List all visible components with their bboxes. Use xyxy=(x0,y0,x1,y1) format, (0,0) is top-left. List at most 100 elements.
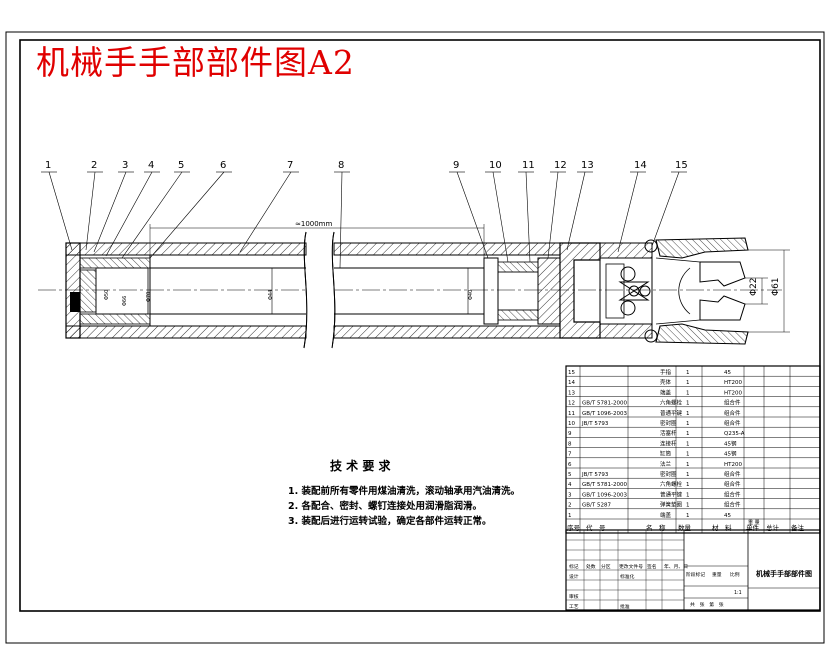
parts-list-cell: GB/T 5781-2000 xyxy=(582,482,627,488)
title-block-cell: 标记 xyxy=(569,563,579,570)
parts-list-cell: 手指 xyxy=(660,368,672,376)
connecting-rod xyxy=(150,267,484,315)
parts-list-cell: 端盖 xyxy=(660,511,672,519)
parts-list-cell: 组合件 xyxy=(724,399,741,407)
parts-list-cell: 45钢 xyxy=(724,450,737,458)
callout-11: 11 xyxy=(522,160,535,171)
parts-list-cell: 1 xyxy=(686,370,690,376)
parts-list-cell: JB/T 5793 xyxy=(581,472,609,478)
parts-list-cell: 端盖 xyxy=(660,388,672,396)
parts-list-header: 代 号 xyxy=(586,523,606,532)
title-block-cell: 年、月、日 xyxy=(664,563,688,570)
parts-list-cell: 1 xyxy=(686,462,690,468)
parts-list-cell: 45钢 xyxy=(724,439,737,447)
parts-list-cell: 1 xyxy=(686,513,690,519)
title-block-cell: 标准化 xyxy=(620,573,635,580)
parts-list-cell: 组合件 xyxy=(724,470,741,478)
callout-14: 14 xyxy=(634,160,647,171)
callout-12: 12 xyxy=(554,160,567,171)
parts-list-cell: HT200 xyxy=(724,462,742,468)
callout-9: 9 xyxy=(453,160,459,171)
parts-list-cell: 45 xyxy=(724,513,731,519)
parts-list-cell: 1 xyxy=(686,441,690,447)
title-block-cell: 分区 xyxy=(601,563,611,570)
parts-list-cell: 组合件 xyxy=(724,501,741,509)
parts-list-cell: 15 xyxy=(568,370,575,376)
svg-text:Φ40: Φ40 xyxy=(468,290,474,300)
piston-assembly xyxy=(483,257,561,325)
callout-1: 1 xyxy=(45,160,51,171)
title-block: 标记处数分区更改文件号签名年、月、日设计标准化审核工艺批准阶段标记重量比例1:1… xyxy=(565,529,821,611)
tech-requirements-title: 技 术 要 求 xyxy=(330,459,391,473)
parts-list-cell: 壳体 xyxy=(660,378,672,386)
parts-list-header: 单件 xyxy=(746,523,760,532)
tech-requirement-item: 1. 装配前所有零件用煤油清洗，滚动轴承用汽油清洗。 xyxy=(288,486,521,497)
parts-list-cell: 1 xyxy=(686,503,690,509)
parts-list-cell: 10 xyxy=(568,421,575,427)
parts-list-header: 总计 xyxy=(766,523,780,532)
parts-list-cell: 1 xyxy=(686,431,690,437)
parts-list-cell: 1 xyxy=(686,401,690,407)
parts-list-cell: 5 xyxy=(568,472,572,478)
callout-10: 10 xyxy=(489,160,502,171)
tech-requirement-item: 3. 装配后进行运转试验，确定各部件运转正常。 xyxy=(288,516,492,527)
callout-13: 13 xyxy=(581,160,594,171)
parts-list-cell: 7 xyxy=(568,452,572,458)
parts-list-cell: 密封圈 xyxy=(660,419,677,427)
parts-list-cell: 缸筒 xyxy=(660,450,672,458)
parts-list-cell: 1 xyxy=(568,513,572,519)
parts-list-cell: GB/T 5781-2000 xyxy=(582,401,627,407)
outer-frame xyxy=(5,31,825,644)
title-block-cell: 设计 xyxy=(569,573,579,580)
parts-list-cell: 14 xyxy=(568,380,575,386)
callout-15: 15 xyxy=(675,160,688,171)
parts-list-cell: Q235-A xyxy=(724,431,745,437)
parts-list-cell: HT200 xyxy=(724,380,742,386)
parts-list-cell: 2 xyxy=(568,503,572,509)
parts-list-cell: 普通平键 xyxy=(660,490,683,498)
internal-dim-labels: Φ50 Φ66 Φ70 Φ44 Φ40 xyxy=(104,290,474,306)
parts-list-cell: 组合件 xyxy=(724,419,741,427)
parts-list-cell: 组合件 xyxy=(724,480,741,488)
parts-list-header: 数量 xyxy=(678,523,692,532)
title-block-cell: 1:1 xyxy=(734,590,742,596)
inner-frame xyxy=(19,39,821,612)
dim-d1: Φ22 xyxy=(749,277,759,296)
parts-list-cell: 活塞杆 xyxy=(660,429,677,437)
parts-list-header: 材 料 xyxy=(712,523,732,532)
parts-list-cell: 法兰 xyxy=(660,460,672,468)
callout-2: 2 xyxy=(91,160,97,171)
parts-list-header: 备注 xyxy=(791,523,805,532)
title-block-cell: 签名 xyxy=(647,563,657,570)
callout-4: 4 xyxy=(148,160,154,171)
length-label: ≈1000mm xyxy=(295,220,332,228)
parts-list-cell: 普通平键 xyxy=(660,409,683,417)
parts-list-cell: 1 xyxy=(686,390,690,396)
end-cover xyxy=(559,242,601,339)
parts-list-cell: 9 xyxy=(568,431,572,437)
title-block-cell: 重量 xyxy=(712,571,722,578)
hand-housing xyxy=(599,242,653,339)
svg-text:Φ50: Φ50 xyxy=(104,290,110,300)
parts-list-cell: 45 xyxy=(724,370,731,376)
parts-list-cell: 6 xyxy=(568,462,572,468)
parts-list-cell: 组合件 xyxy=(724,490,741,498)
parts-list-cell: 8 xyxy=(568,441,572,447)
parts-list-cell: 六角螺栓 xyxy=(660,480,683,488)
title-block-cell: 阶段标记 xyxy=(686,571,705,578)
parts-list-cell: 12 xyxy=(568,401,575,407)
parts-list-cell: GB/T 1096-2003 xyxy=(582,492,627,498)
callout-3: 3 xyxy=(122,160,128,171)
parts-list-cell: HT200 xyxy=(724,390,742,396)
parts-list-cell: 弹簧垫圈 xyxy=(660,501,683,509)
parts-list-cell: 连接杆 xyxy=(660,439,677,447)
parts-list-cell: GB/T 5287 xyxy=(582,503,611,509)
parts-list-header: 重 量 xyxy=(748,519,760,526)
title-block-cell: 共 张 第 张 xyxy=(690,601,724,608)
left-end-cap xyxy=(65,242,151,339)
parts-list-header: 名 称 xyxy=(646,523,666,532)
dim-d2: Φ61 xyxy=(771,277,781,296)
